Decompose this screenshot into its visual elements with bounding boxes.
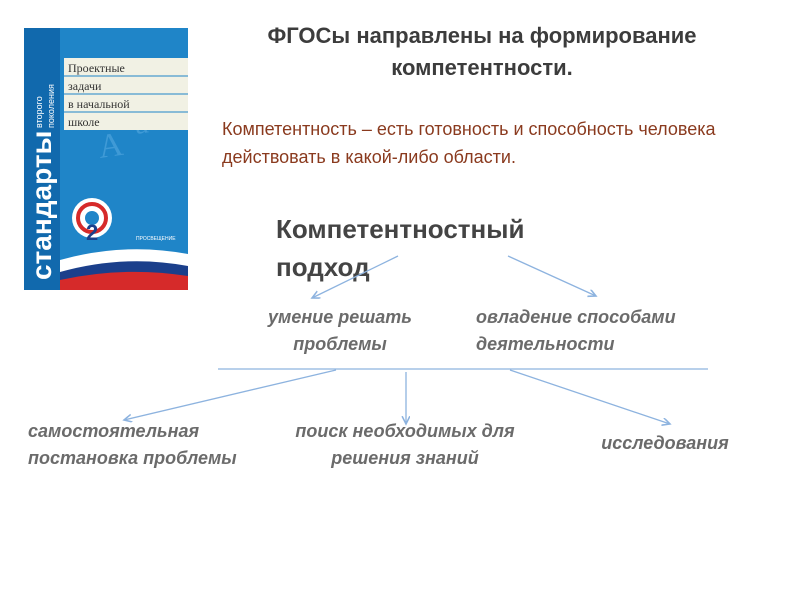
slide-title: ФГОСы направлены на формирование компете… [267,23,697,80]
sub-branch-problem-setting: самостоятельная постановка проблемы [28,421,237,468]
branch-problem-solving: умение решать проблемы [268,307,412,354]
book-title-line-3: в начальной [68,97,130,111]
arrow-to-problem-solving [312,255,399,298]
book-series-text: стандарты [26,131,57,280]
svg-text:A: A [96,126,126,166]
sub-branch-knowledge-search: поиск необходимых для решения знаний [295,421,515,468]
svg-text:2: 2 [86,220,98,245]
book-publisher: ПРОСВЕЩЕНИЕ [136,236,176,242]
book-title-line-4: школе [68,115,100,129]
branch-activity-methods: овладение способами деятельности [476,307,676,354]
book-series-sub-2: поколения [46,84,56,128]
book-logo-icon: 2 [72,198,112,245]
arrow-to-activity-methods [507,255,596,296]
competence-definition: Компетентность – есть готовность и спосо… [222,119,716,167]
book-title-line-1: Проектные [68,61,125,75]
sub-branch-research: исследования [601,433,729,453]
book-cover-image: A a Проектные задачи в начальной школе с… [24,28,188,290]
arrow-to-problem-setting [124,369,337,420]
arrow-to-research [509,369,670,424]
book-title-line-2: задачи [68,79,102,93]
book-series-sub-1: второго [34,96,44,128]
